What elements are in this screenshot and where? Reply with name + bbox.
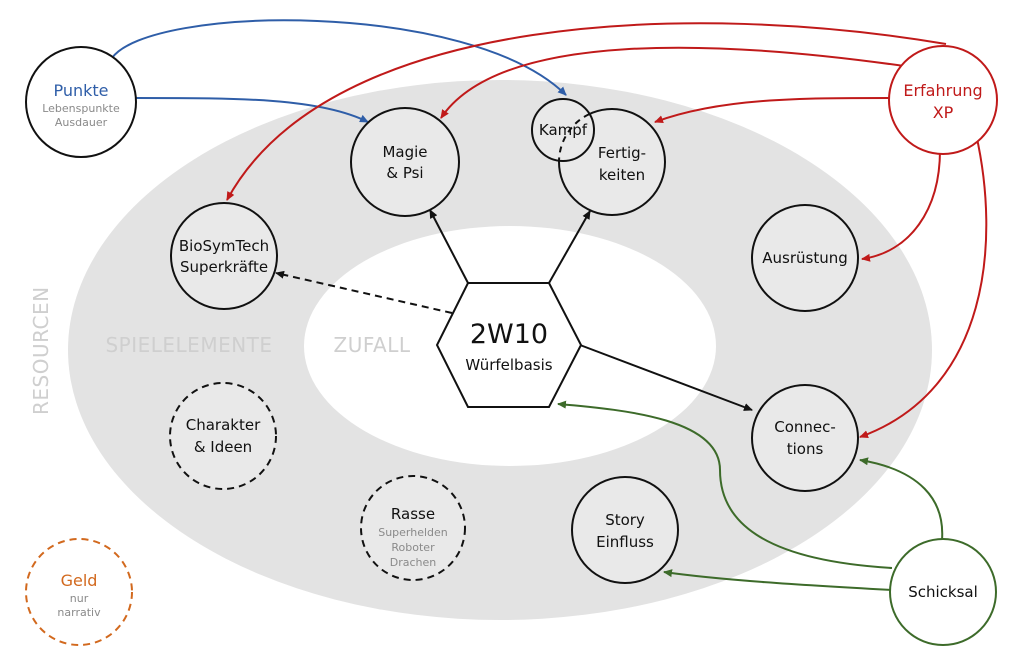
node-rasse-sub1: Superhelden (378, 526, 448, 539)
edge-erfahrung-biosymtech (226, 22, 947, 201)
node-fertigkeiten-line2: keiten (599, 166, 645, 184)
node-erfahrung-line2: XP (933, 103, 954, 122)
node-erfahrung[interactable]: Erfahrung XP (888, 45, 998, 155)
node-kampf-label: Kampf (539, 121, 588, 139)
node-connections[interactable]: Connec- tions (751, 384, 859, 492)
node-ausruestung[interactable]: Ausrüstung (751, 204, 859, 312)
node-kampf[interactable]: Kampf (531, 98, 665, 215)
edge-center-fertigkeiten (548, 210, 591, 284)
node-charakter-line1: Charakter (186, 416, 261, 434)
node-fertigkeiten-line1: Fertig- (598, 144, 646, 162)
center-subtitle: Würfelbasis (465, 356, 552, 374)
node-rasse[interactable]: Rasse Superhelden Roboter Drachen (360, 475, 466, 581)
node-ausruestung-label: Ausrüstung (762, 249, 848, 267)
node-story[interactable]: Story Einfluss (571, 476, 679, 584)
node-punkte[interactable]: Punkte Lebenspunkte Ausdauer (25, 46, 137, 158)
zone-label-zufall: ZUFALL (334, 333, 411, 357)
edge-schicksal-connections (859, 457, 944, 541)
edge-erfahrung-connections (859, 133, 988, 439)
node-punkte-sub1: Lebenspunkte (42, 102, 120, 115)
node-connections-line1: Connec- (774, 418, 836, 436)
node-biosymtech-line1: BioSymTech (179, 237, 269, 255)
zone-label-resourcen: RESOURCEN (29, 286, 53, 415)
node-biosymtech-line2: Superkräfte (180, 258, 268, 276)
node-erfahrung-line1: Erfahrung (903, 81, 982, 100)
node-charakter-line2: & Ideen (194, 438, 252, 456)
node-punkte-sub2: Ausdauer (55, 116, 108, 129)
node-center-2w10[interactable]: 2W10 Würfelbasis (435, 282, 583, 408)
edge-punkte-kampf (111, 19, 567, 96)
node-schicksal-label: Schicksal (908, 583, 978, 601)
edge-erfahrung-fertigkeiten (654, 97, 891, 123)
zone-label-spielelemente: SPIELELEMENTE (105, 333, 272, 357)
node-geld-sub2: narrativ (57, 606, 101, 619)
edge-punkte-magie (135, 97, 369, 123)
edge-center-magie (429, 209, 469, 284)
edge-schicksal-story (663, 569, 893, 591)
node-magie[interactable]: Magie & Psi (350, 107, 460, 217)
edge-center-biosymtech (275, 270, 453, 314)
node-story-line2: Einfluss (596, 533, 654, 551)
node-story-line1: Story (605, 511, 645, 529)
node-geld-sub1: nur (70, 592, 89, 605)
node-rasse-title: Rasse (391, 505, 435, 523)
edge-center-connections (579, 344, 753, 411)
node-magie-line2: & Psi (386, 164, 423, 182)
node-rasse-sub3: Drachen (390, 556, 437, 569)
node-charakter[interactable]: Charakter & Ideen (169, 382, 277, 490)
node-schicksal[interactable]: Schicksal (889, 538, 997, 646)
node-connections-line2: tions (787, 440, 824, 458)
edge-erfahrung-ausruestung (861, 149, 941, 262)
node-rasse-sub2: Roboter (391, 541, 435, 554)
node-geld[interactable]: Geld nur narrativ (25, 538, 133, 646)
center-title: 2W10 (470, 319, 548, 350)
node-geld-title: Geld (61, 571, 98, 590)
edge-schicksal-center (557, 400, 893, 569)
edge-erfahrung-magie (440, 46, 905, 119)
node-punkte-title: Punkte (53, 81, 108, 100)
node-magie-line1: Magie (382, 143, 427, 161)
node-biosymtech[interactable]: BioSymTech Superkräfte (170, 202, 278, 310)
